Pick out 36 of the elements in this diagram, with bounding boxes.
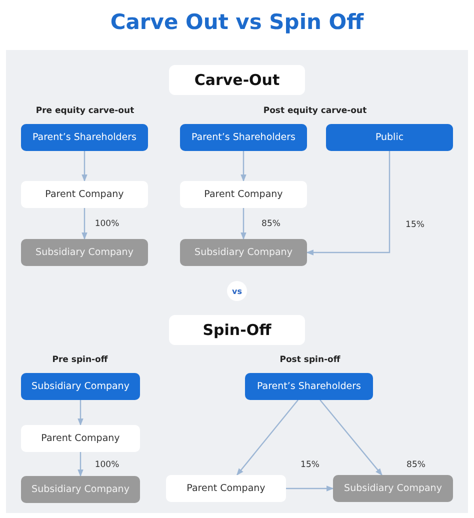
- process-box: Subsidiary Company: [333, 475, 453, 502]
- section-heading-box: Carve-Out: [169, 65, 305, 95]
- process-box: Parent Company: [21, 425, 140, 452]
- edge-label: 100%: [94, 219, 120, 229]
- edge-label: 100%: [94, 460, 120, 470]
- arrow: [82, 208, 88, 240]
- process-box: Public: [326, 124, 453, 151]
- process-box: Parent’s Shareholders: [180, 124, 307, 151]
- edge-label: 15%: [404, 220, 426, 230]
- section-heading-box: Spin-Off: [169, 315, 305, 345]
- arrow: [78, 452, 84, 477]
- arrow: [240, 208, 246, 240]
- process-box: Parent Company: [180, 181, 307, 208]
- arrow: [236, 400, 298, 476]
- arrow: [82, 151, 88, 182]
- process-box: Parent Company: [21, 181, 148, 208]
- arrow: [78, 400, 84, 426]
- arrow: [306, 151, 390, 256]
- arrow: [240, 151, 246, 182]
- edge-label: 85%: [406, 460, 426, 470]
- process-box: Parent Company: [166, 475, 286, 502]
- process-box: Parent’s Shareholders: [245, 373, 373, 400]
- edge-label: 85%: [260, 219, 282, 229]
- section-label: Post equity carve-out: [263, 106, 367, 116]
- process-box: Subsidiary Company: [21, 373, 140, 400]
- arrow: [286, 486, 334, 492]
- section-label: Pre equity carve-out: [36, 106, 134, 116]
- process-box: Subsidiary Company: [21, 239, 148, 266]
- process-box: Subsidiary Company: [21, 476, 140, 503]
- section-label: Post spin-off: [280, 355, 340, 365]
- title: Carve Out vs Spin Off: [109, 10, 365, 34]
- process-box: Subsidiary Company: [180, 239, 307, 266]
- process-box: Parent’s Shareholders: [21, 124, 148, 151]
- edge-label: 15%: [300, 460, 320, 470]
- arrow: [320, 400, 382, 476]
- section-label: Pre spin-off: [52, 355, 108, 365]
